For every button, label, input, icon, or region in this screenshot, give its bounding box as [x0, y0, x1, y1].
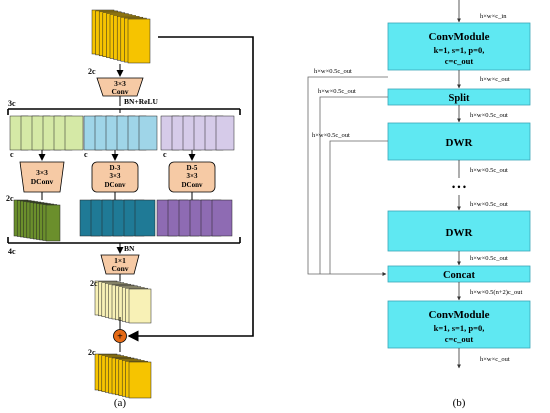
feature-slice — [128, 288, 152, 324]
feature-slice — [64, 115, 84, 151]
add-node — [113, 329, 127, 343]
conv3x3-block — [96, 77, 144, 97]
conv-module-bottom-channels: c=c_out — [445, 334, 474, 344]
branch-stack-green — [9, 115, 84, 151]
dconv-mid-label-3: DConv — [104, 181, 126, 189]
add-symbol: + — [117, 332, 123, 343]
dconv-right-label-2: 3×3 — [187, 172, 198, 180]
bn-relu-label: BN+ReLU — [124, 97, 158, 106]
conv-module-top-params: k=1, s=1, p=0, — [434, 45, 485, 55]
conv3x3-label-2: Conv — [111, 87, 128, 96]
label-c-mid: c — [84, 150, 88, 159]
ellipsis: • • • — [452, 182, 466, 192]
after-split-shape: h×w×0.5c_out — [470, 112, 508, 119]
skip-from-top — [307, 76, 388, 276]
split-label: Split — [448, 93, 470, 104]
caption-a: (a) — [114, 397, 127, 409]
conv-module-top-channels: c=c_out — [445, 56, 474, 66]
feature-slice — [128, 361, 152, 399]
after-concat-shape: h×w×0.5(n+2)c_out — [470, 289, 523, 296]
conv-module-top — [387, 22, 531, 71]
feature-slice — [134, 199, 156, 237]
conv3x3-label-1: 3×3 — [114, 79, 126, 88]
label-c-left: c — [10, 150, 14, 159]
after-dwr1-shape: h×w×0.5c_out — [470, 167, 508, 174]
dconv-left-label-2: DConv — [31, 177, 54, 186]
concat-label: Concat — [443, 270, 476, 281]
feature-slice — [127, 18, 151, 64]
output-shape: h×w×c_out — [480, 356, 510, 363]
label-2c-dconv: 2c — [6, 194, 14, 203]
skip-dwr-label: h×w×0.5c_out — [312, 132, 350, 139]
dconv-out-stack-teal — [79, 199, 156, 237]
dconv-left-block — [19, 161, 65, 193]
dconv-mid-label-1: D-3 — [110, 164, 121, 172]
conv1x1-label-2: Conv — [111, 264, 128, 273]
after-top-shape: h×w×c_out — [480, 76, 510, 83]
skip-top-label: h×w×0.5c_out — [314, 68, 352, 75]
label-3c: 3c — [8, 99, 16, 108]
conv-module-top-title: ConvModule — [428, 31, 489, 43]
feature-slice — [211, 199, 233, 237]
conv-module-bottom — [387, 300, 531, 349]
feature-slice — [215, 115, 235, 151]
label-c-right: c — [163, 150, 167, 159]
conv1x1-label-1: 1×1 — [114, 256, 126, 265]
label-4c: 4c — [8, 247, 16, 256]
before-dwr2-shape: h×w×0.5c_out — [470, 201, 508, 208]
skip-from-split — [319, 96, 388, 274]
output-feature-stack — [94, 353, 152, 399]
feature-slice — [45, 204, 61, 242]
skip-from-dwr — [329, 140, 388, 274]
panel-b: h×w×c_in ConvModule k=1, s=1, p=0, c=c_o… — [307, 0, 531, 409]
conv-module-bottom-params: k=1, s=1, p=0, — [434, 323, 485, 333]
dwr-label-2: DWR — [446, 227, 474, 239]
dwr-label-1: DWR — [446, 137, 474, 149]
label-2c-out: 2c — [88, 348, 96, 357]
feature-slice — [138, 115, 158, 151]
dwr-block-2 — [387, 210, 531, 252]
bn-label: BN — [124, 244, 135, 253]
conv-module-bottom-title: ConvModule — [428, 309, 489, 321]
label-2c-top: 2c — [88, 67, 96, 76]
dconv-left-label-1: 3×3 — [36, 168, 48, 177]
dconv-out-stack-purple — [156, 199, 233, 237]
dconv-right-label-1: D-5 — [187, 164, 198, 172]
branch-stack-lavender — [160, 115, 235, 151]
panel-a: 2c 3×3 Conv BN+ReLU 3c c c c 3×3 DConv D… — [6, 9, 254, 409]
dconv-right-label-3: DConv — [181, 181, 203, 189]
label-2c-after-1x1: 2c — [90, 279, 98, 288]
input-feature-stack — [91, 9, 151, 64]
caption-b: (b) — [453, 397, 466, 409]
dwr-block-1 — [387, 122, 531, 161]
conv1x1-block — [100, 254, 140, 275]
conv1x1-out-stack — [94, 280, 152, 324]
after-dwr2-shape: h×w×0.5c_out — [470, 255, 508, 262]
branch-stack-cyan — [83, 115, 158, 151]
input-shape: h×w×c_in — [480, 13, 507, 20]
dconv-out-stack-green — [13, 199, 61, 242]
skip-split-label: h×w×0.5c_out — [318, 88, 356, 95]
dconv-mid-label-2: 3×3 — [110, 172, 121, 180]
residual-connection — [127, 36, 254, 342]
